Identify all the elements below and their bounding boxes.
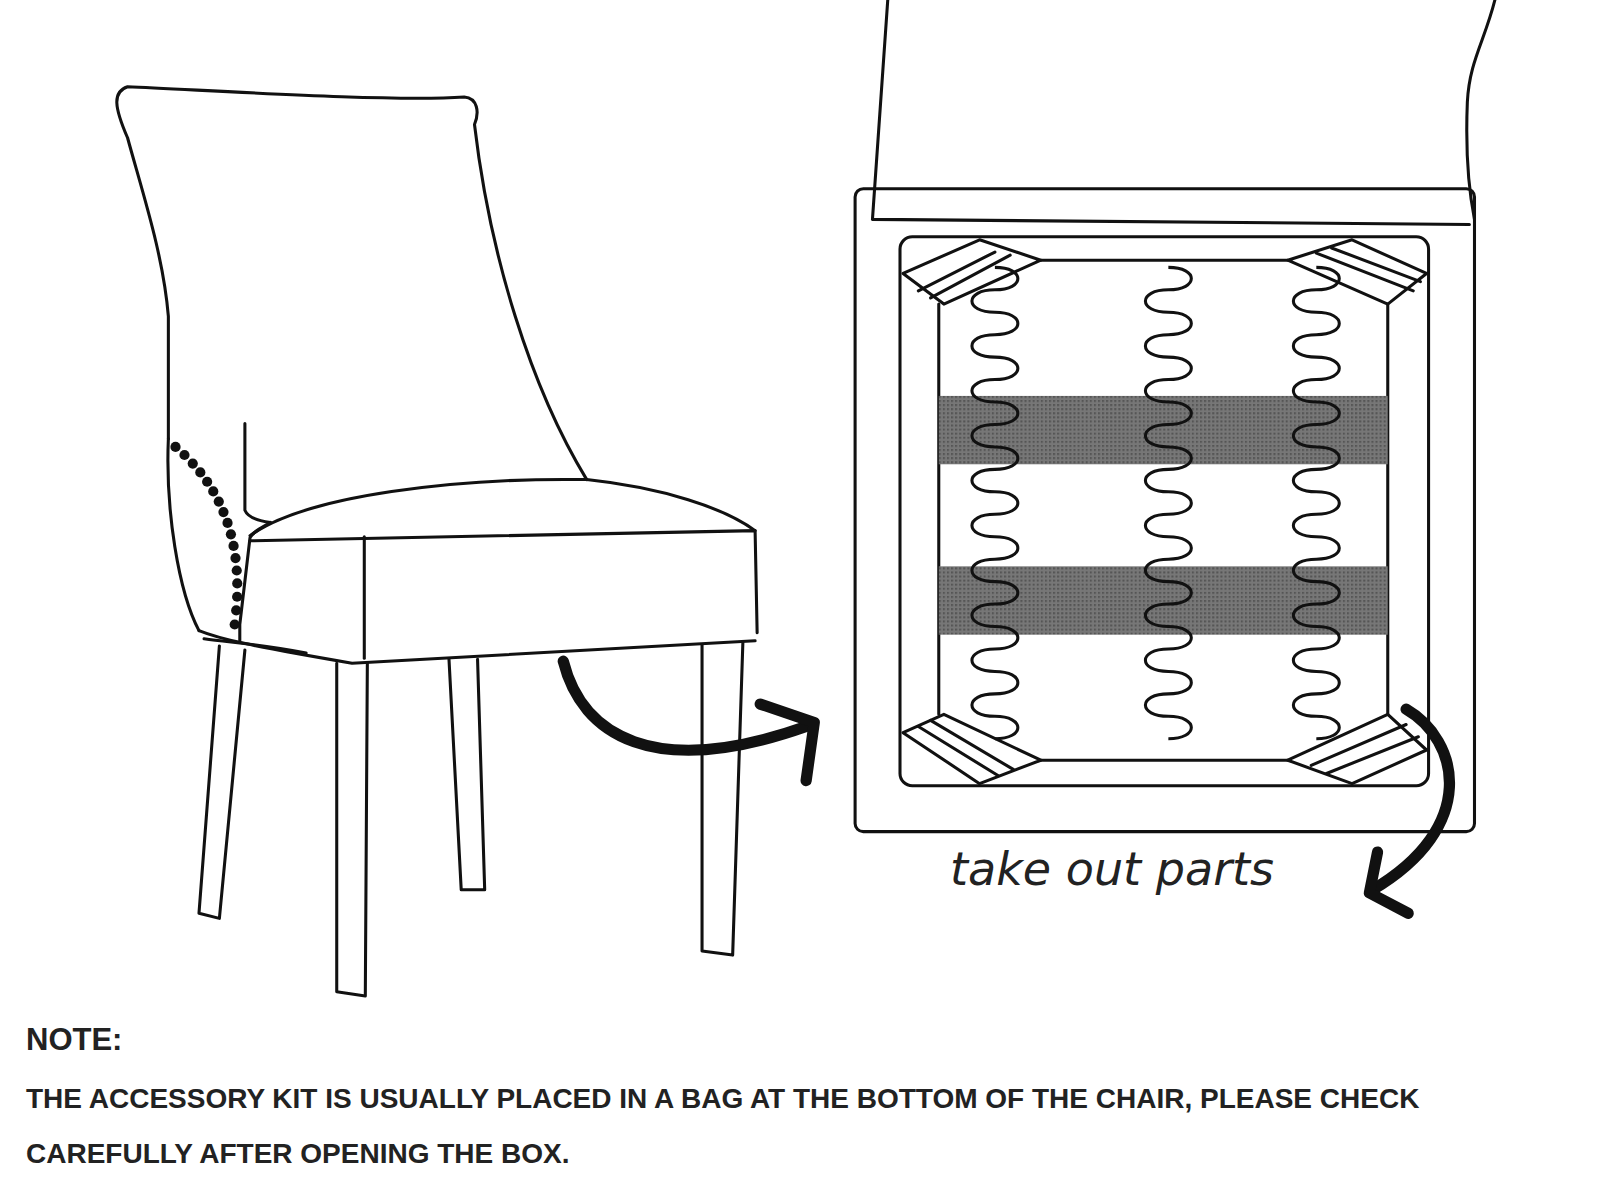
nailhead <box>228 541 238 551</box>
callout-label: take out parts <box>950 842 1370 897</box>
nailhead <box>232 592 242 602</box>
nailhead <box>232 565 242 575</box>
nailhead <box>202 477 212 487</box>
nailhead <box>218 507 228 517</box>
nailhead <box>214 496 224 506</box>
nailhead <box>222 518 232 528</box>
nailhead <box>231 605 241 615</box>
seat-spring <box>972 267 1018 738</box>
seat-spring <box>1145 267 1191 738</box>
nailhead <box>226 529 236 539</box>
nailhead <box>232 578 242 588</box>
nailhead <box>230 619 240 629</box>
note-heading: NOTE: <box>26 1020 326 1060</box>
note-text: THE ACCESSORY KIT IS USUALLY PLACED IN A… <box>26 1072 1586 1181</box>
nailhead <box>179 450 189 460</box>
nailhead <box>170 442 180 452</box>
nailhead <box>188 458 198 468</box>
nailhead <box>230 553 240 563</box>
nailhead <box>195 467 205 477</box>
seat-spring <box>1293 267 1339 738</box>
nailhead <box>208 486 218 496</box>
